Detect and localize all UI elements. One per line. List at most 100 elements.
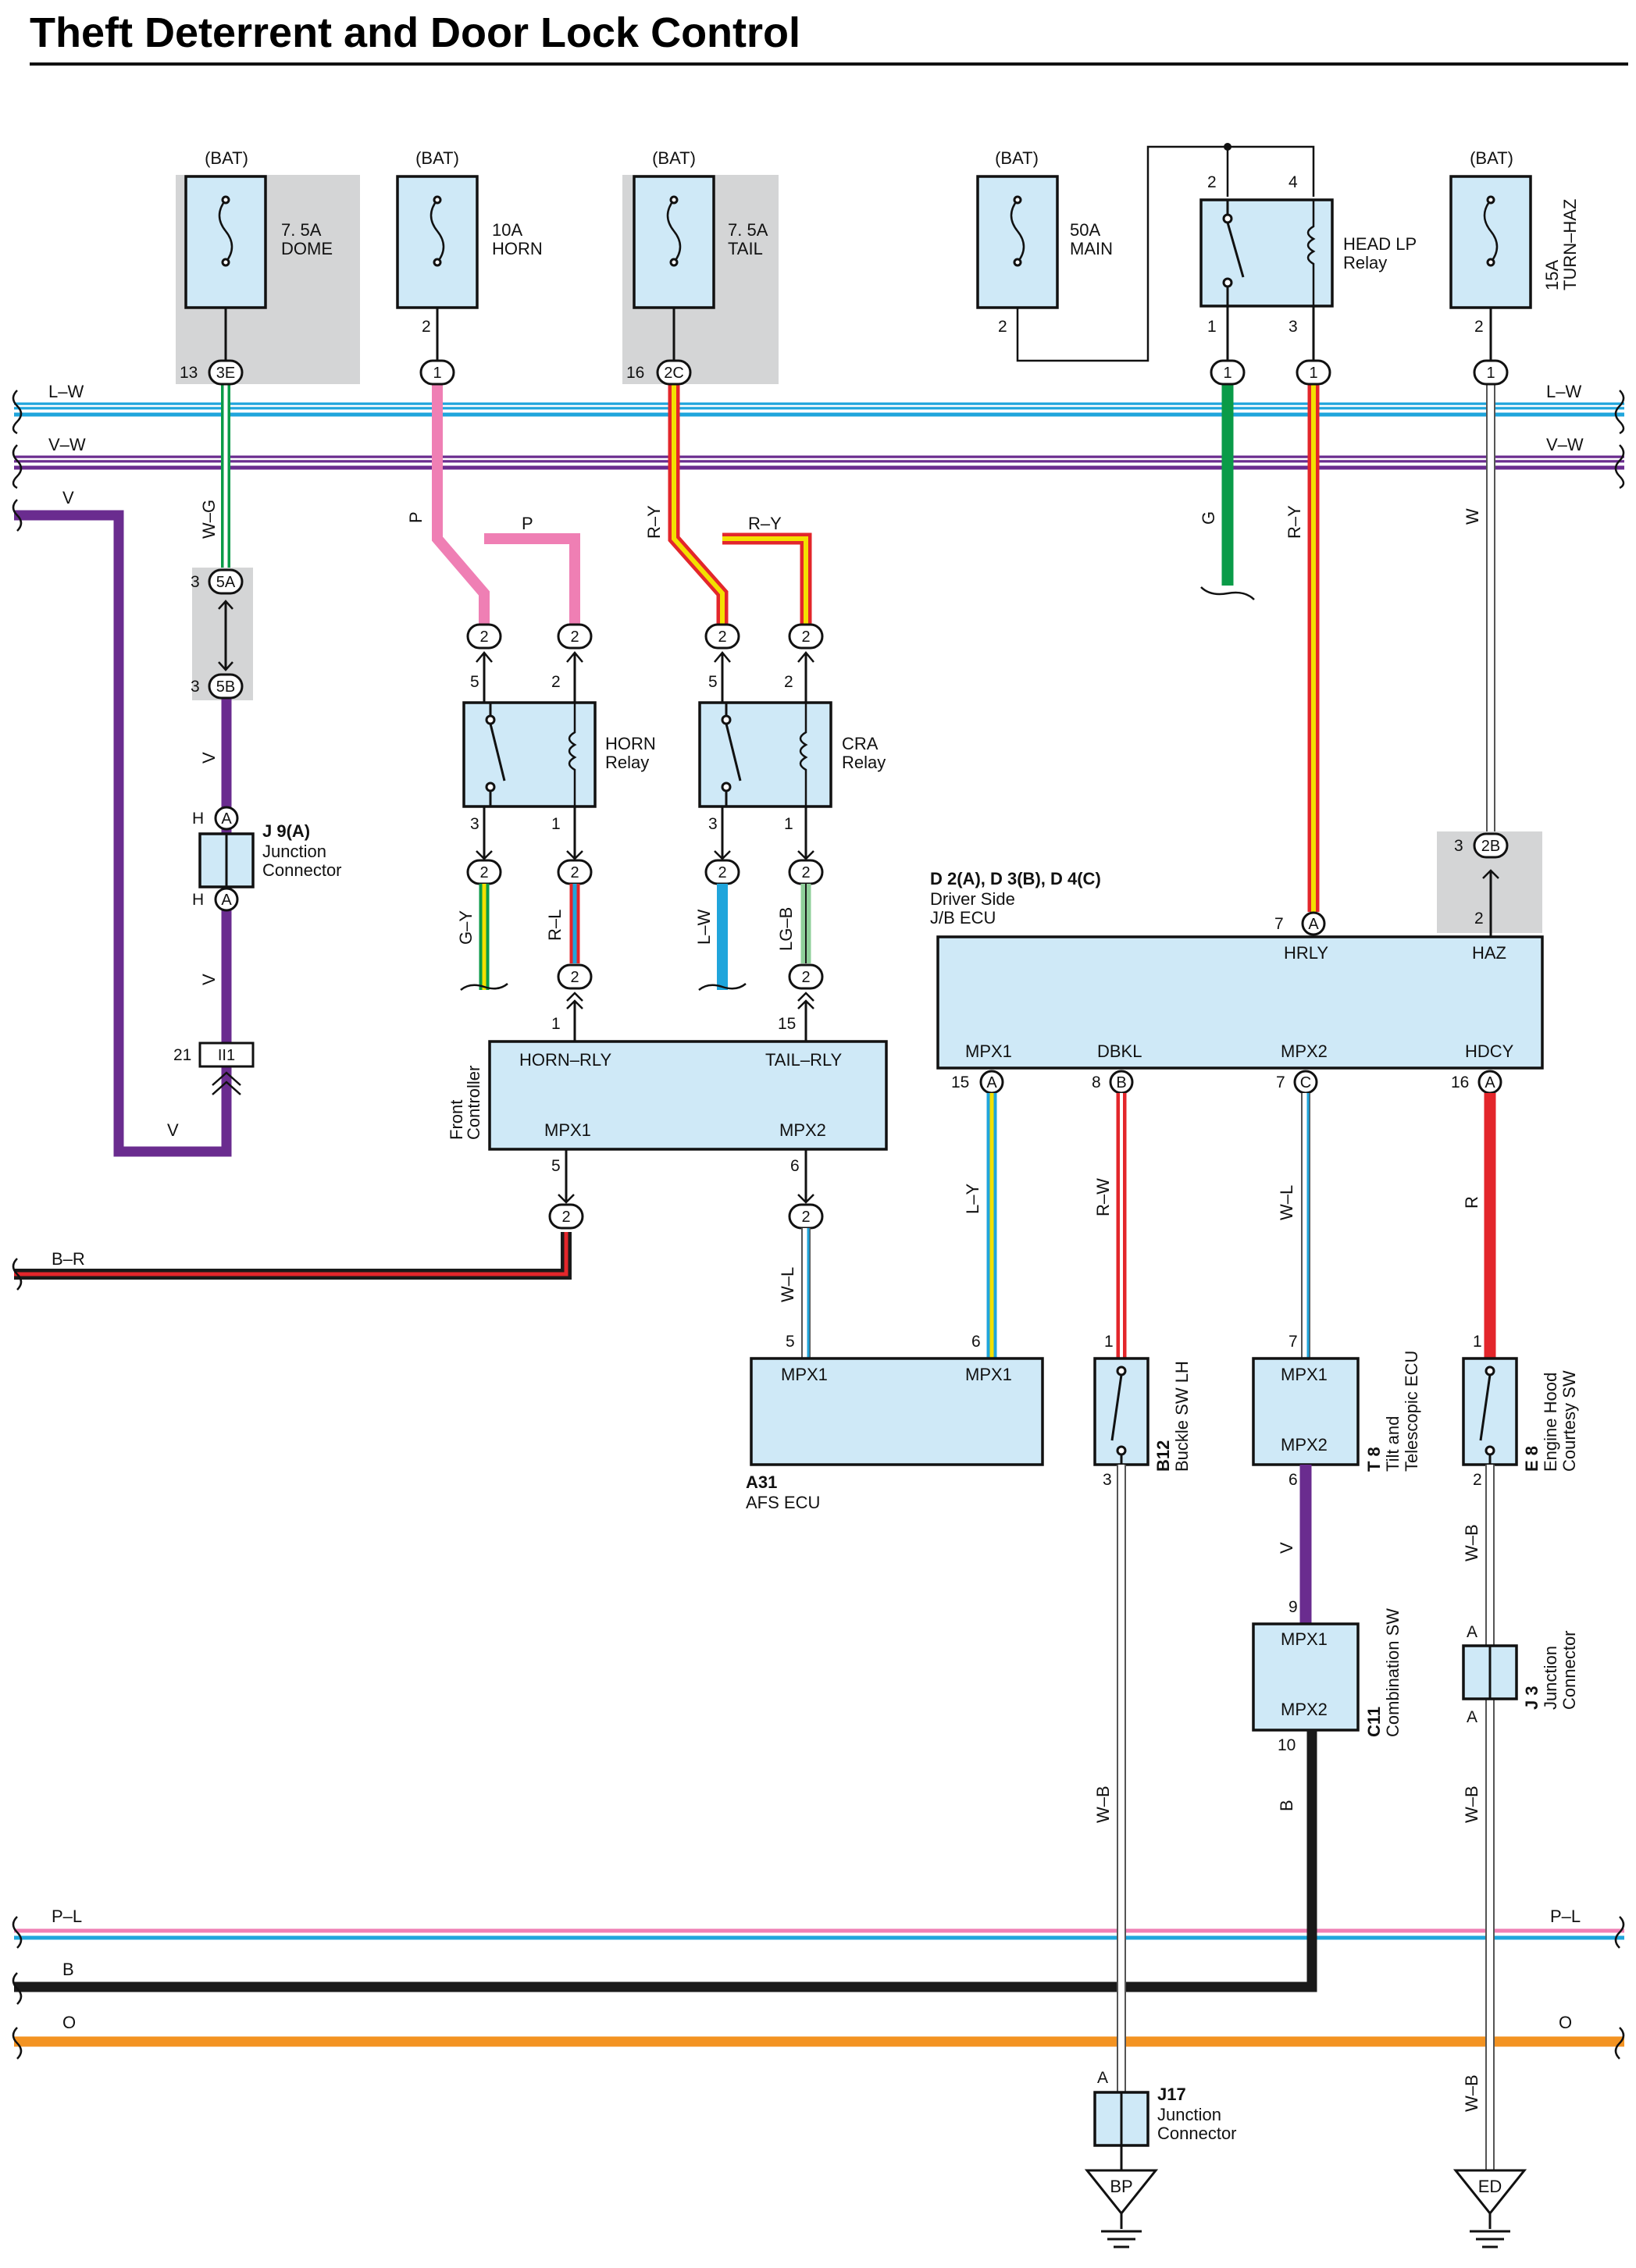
svg-text:A: A	[1485, 1074, 1495, 1091]
svg-text:9: 9	[1288, 1598, 1298, 1616]
conn-turn-1: 1	[1473, 359, 1509, 386]
svg-text:MPX2: MPX2	[1281, 1435, 1328, 1454]
conn-cra-out: 2 15	[778, 963, 824, 1041]
svg-text:(BAT): (BAT)	[995, 148, 1039, 168]
svg-text:D 2(A), D 3(B), D 4(C): D 2(A), D 3(B), D 4(C)	[930, 869, 1101, 888]
t8-tilt-telescopic-ecu: MPX1 MPX2 7 6 T 8 Tilt and Telescopic EC…	[1252, 1333, 1421, 1489]
wire-label-b: B	[1277, 1800, 1296, 1811]
svg-text:2: 2	[801, 969, 810, 986]
svg-text:(BAT): (BAT)	[1470, 148, 1513, 168]
svg-text:2: 2	[718, 864, 726, 881]
svg-text:2: 2	[1474, 318, 1484, 336]
svg-text:MPX1: MPX1	[965, 1365, 1012, 1384]
svg-text:7. 5A: 7. 5A	[728, 220, 768, 240]
wire-label-v2: V	[199, 974, 219, 985]
wire-label-ry2: R–Y	[748, 514, 782, 533]
wire-label-v1: V	[199, 752, 219, 764]
bus-end-waves-right	[1614, 390, 1625, 2060]
wire-label-wl2: W–L	[1277, 1185, 1296, 1220]
svg-text:2: 2	[1473, 1471, 1482, 1489]
wire-label-lw: L–W	[694, 910, 714, 945]
svg-text:HORN: HORN	[492, 239, 543, 258]
svg-text:DBKL: DBKL	[1097, 1041, 1142, 1061]
svg-text:MPX1: MPX1	[965, 1041, 1012, 1061]
wire-label-wb1: W–B	[1093, 1786, 1113, 1823]
horn-relay: 2 2 5 2 3 1 2 2 HORN Relay	[462, 623, 656, 885]
svg-text:MAIN: MAIN	[1070, 239, 1113, 258]
svg-text:Relay: Relay	[842, 753, 886, 772]
svg-text:Telescopic ECU: Telescopic ECU	[1402, 1351, 1421, 1472]
svg-text:1: 1	[551, 815, 561, 833]
svg-text:15A: 15A	[1542, 260, 1562, 290]
svg-text:6: 6	[790, 1157, 800, 1175]
head-lp-relay: 2 4 1 3 HEAD LP Relay	[1199, 143, 1417, 367]
svg-text:7: 7	[1274, 915, 1284, 933]
wire-label-v3: V	[167, 1120, 179, 1140]
svg-text:2: 2	[784, 673, 793, 691]
bus-label-br: B–R	[52, 1249, 85, 1269]
svg-text:A: A	[1308, 916, 1319, 933]
svg-text:3: 3	[1454, 837, 1463, 855]
svg-text:2: 2	[422, 318, 431, 336]
svg-text:J 9(A): J 9(A)	[262, 821, 310, 841]
svg-text:1: 1	[1223, 365, 1231, 382]
wire-g-y	[460, 884, 508, 991]
svg-text:Junction: Junction	[1157, 2105, 1221, 2124]
svg-text:HAZ: HAZ	[1472, 943, 1506, 963]
svg-text:B12: B12	[1153, 1440, 1173, 1472]
bus-label-lw-left: L–W	[48, 382, 84, 401]
svg-text:7: 7	[1276, 1073, 1285, 1091]
svg-text:5: 5	[470, 673, 479, 691]
front-controller: HORN–RLY TAIL–RLY MPX1 MPX2 Front Contro…	[447, 1040, 888, 1230]
wire-label-r: R	[1462, 1196, 1481, 1209]
fuse-main: (BAT) 50A MAIN 2	[976, 145, 1228, 362]
svg-text:Relay: Relay	[1343, 253, 1387, 272]
svg-text:2: 2	[570, 969, 579, 986]
svg-text:Controller: Controller	[464, 1066, 483, 1140]
svg-text:3: 3	[191, 678, 200, 696]
svg-text:A: A	[221, 810, 232, 828]
svg-text:A: A	[1097, 2069, 1108, 2087]
wire-label-w: W	[1463, 508, 1482, 525]
svg-text:5: 5	[551, 1157, 561, 1175]
wire-g-end	[1200, 586, 1255, 600]
page-title: Theft Deterrent and Door Lock Control	[30, 9, 800, 56]
svg-text:Junction: Junction	[1541, 1646, 1560, 1710]
svg-text:6: 6	[971, 1333, 981, 1351]
svg-text:1: 1	[433, 365, 441, 382]
svg-text:A: A	[221, 892, 232, 909]
svg-text:1: 1	[1486, 365, 1495, 382]
bus-label-o-right: O	[1559, 2013, 1572, 2032]
svg-text:2: 2	[561, 1209, 570, 1226]
svg-text:Courtesy SW: Courtesy SW	[1559, 1370, 1579, 1472]
svg-text:Relay: Relay	[605, 753, 649, 772]
wire-label-rw: R–W	[1093, 1178, 1113, 1216]
svg-text:HORN: HORN	[605, 734, 656, 753]
svg-text:J/B ECU: J/B ECU	[930, 908, 996, 927]
svg-text:T 8: T 8	[1364, 1447, 1384, 1472]
svg-text:2: 2	[718, 628, 726, 646]
svg-text:MPX1: MPX1	[1281, 1365, 1328, 1384]
conn-3e: 3E 13	[180, 359, 244, 386]
wire-label-ry1: R–Y	[644, 505, 664, 539]
svg-text:10A: 10A	[492, 220, 522, 240]
e8-engine-hood-sw: 1 2 E 8 Engine Hood Courtesy SW	[1462, 1333, 1579, 1489]
conn-headlp-1: 1	[1210, 359, 1246, 386]
wire-label-rl: R–L	[545, 910, 565, 941]
conn-headlp-3: 1	[1296, 359, 1331, 386]
svg-text:2: 2	[1474, 910, 1484, 927]
svg-text:3: 3	[470, 815, 479, 833]
j3-junction-connector: A A J 3 Junction Connector	[1462, 1623, 1579, 1726]
svg-text:2: 2	[801, 628, 810, 646]
jb-ecu: D 2(A), D 3(B), D 4(C) Driver Side J/B E…	[930, 832, 1544, 1095]
svg-text:TURN–HAZ: TURN–HAZ	[1560, 199, 1580, 290]
svg-text:7. 5A: 7. 5A	[281, 220, 322, 240]
svg-text:1: 1	[1309, 365, 1317, 382]
svg-text:TAIL: TAIL	[728, 239, 763, 258]
wire-label-wb4: W–B	[1462, 2074, 1481, 2112]
svg-text:1: 1	[1207, 318, 1217, 336]
svg-text:TAIL–RLY: TAIL–RLY	[765, 1050, 843, 1070]
wire-w-l-a31	[801, 1228, 811, 1358]
svg-text:J 3: J 3	[1522, 1686, 1542, 1710]
